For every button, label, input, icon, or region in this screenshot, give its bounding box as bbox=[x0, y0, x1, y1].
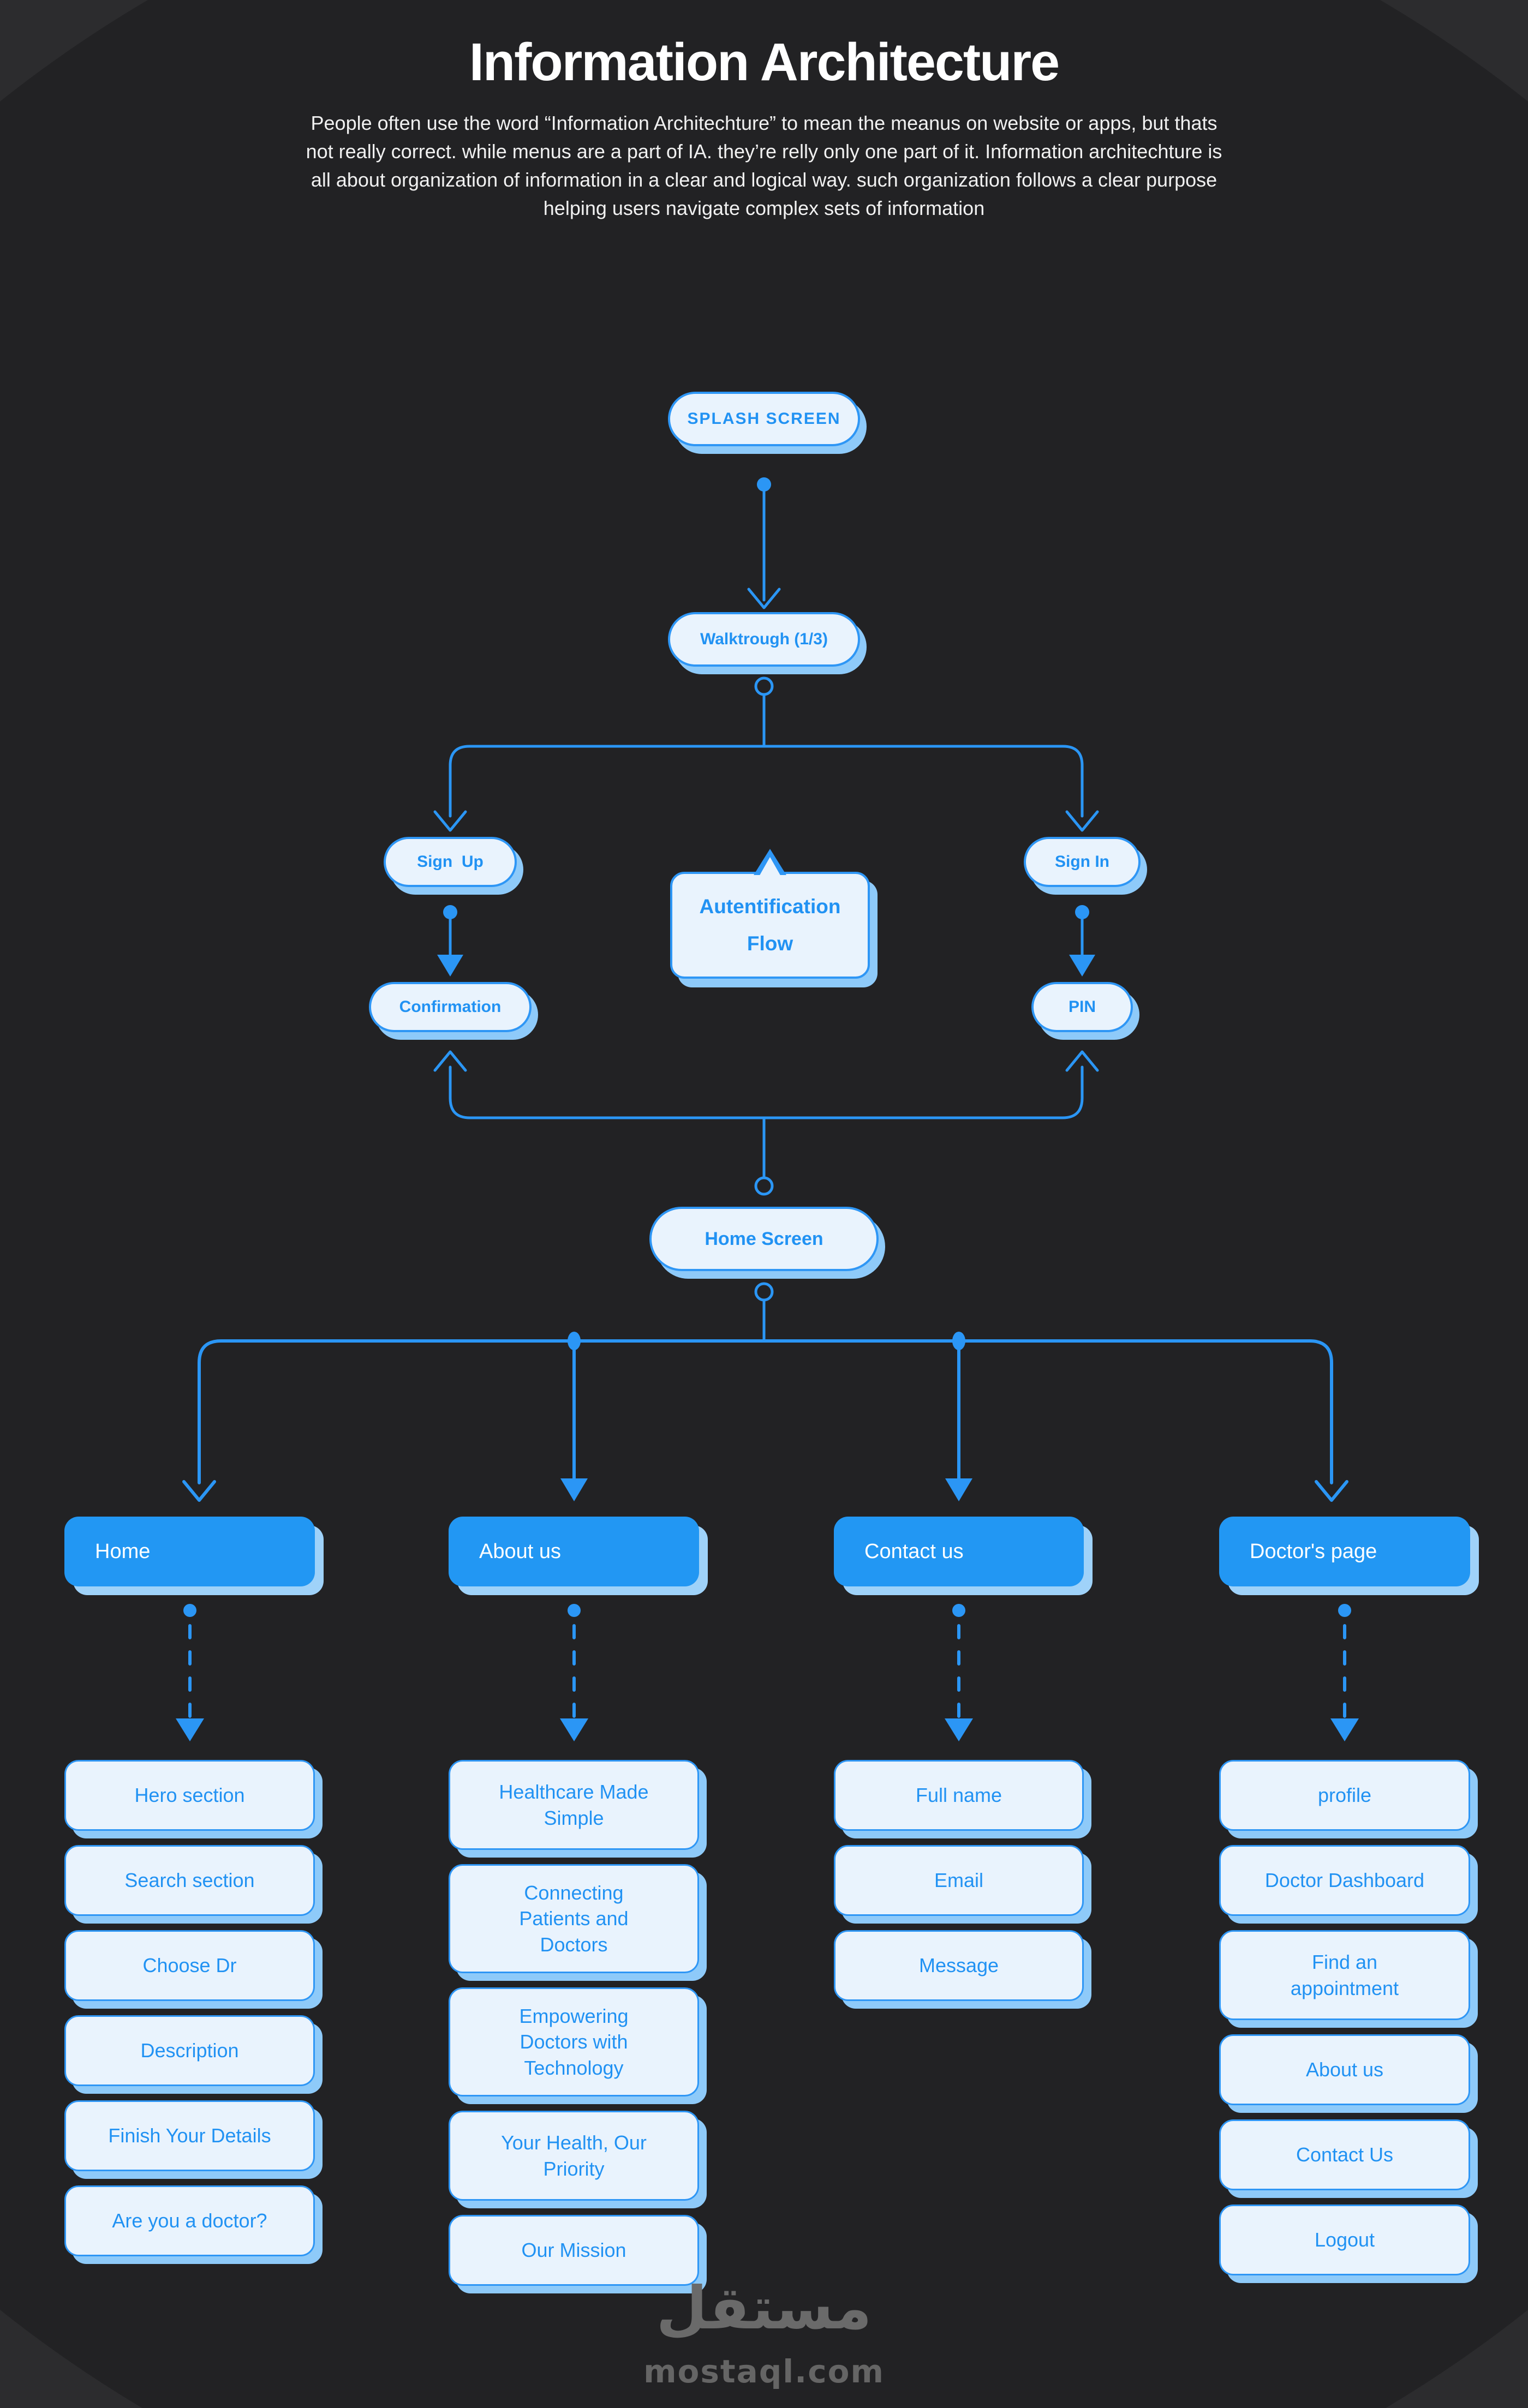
auth-flow-line2: Flow bbox=[747, 932, 793, 955]
section-header-doctors: Doctor's page bbox=[1219, 1517, 1470, 1586]
connector-header-dashed-doctors bbox=[1330, 1604, 1359, 1741]
list-item-empowering-doctors: Empowering Doctors with Technology bbox=[449, 1987, 699, 2096]
list-item-doctor-dashboard: Doctor Dashboard bbox=[1219, 1845, 1470, 1916]
connector-home-distribution bbox=[182, 1282, 1348, 1502]
list-item-description: Description bbox=[64, 2015, 315, 2086]
list-item-healthcare-simple: Healthcare Made Simple bbox=[449, 1760, 699, 1850]
list-item-choose-dr: Choose Dr bbox=[64, 1930, 315, 2001]
list-item-find-appointment: Find an appointment bbox=[1219, 1930, 1470, 2020]
node-confirmation: Confirmation bbox=[369, 982, 532, 1032]
list-item-our-mission: Our Mission bbox=[449, 2215, 699, 2286]
list-item-connecting-patients: Connecting Patients and Doctors bbox=[449, 1864, 699, 1973]
page-title: Information Architecture bbox=[469, 32, 1060, 92]
page-description: People often use the word “Information A… bbox=[306, 112, 1222, 219]
node-home-screen: Home Screen bbox=[649, 1207, 879, 1271]
list-item-hero-section: Hero section bbox=[64, 1760, 315, 1831]
connector-signup-to-confirmation bbox=[437, 905, 463, 977]
list-item-email: Email bbox=[834, 1845, 1084, 1916]
node-authentication-flow: Autentification Flow bbox=[670, 849, 870, 979]
list-item-finish-details: Finish Your Details bbox=[64, 2100, 315, 2171]
list-item-about-us: About us bbox=[1219, 2034, 1470, 2105]
auth-flow-line1: Autentification bbox=[699, 895, 841, 918]
connector-splash-to-walkthrough bbox=[747, 477, 781, 609]
node-sign-up: Sign Up bbox=[384, 837, 517, 887]
connector-header-dashed-contact bbox=[945, 1604, 973, 1741]
connector-signin-to-pin bbox=[1069, 905, 1095, 977]
list-item-are-you-doctor: Are you a doctor? bbox=[64, 2185, 315, 2256]
section-header-contact: Contact us bbox=[834, 1517, 1084, 1586]
list-item-your-health: Your Health, Our Priority bbox=[449, 2111, 699, 2201]
connector-walkthrough-split bbox=[433, 676, 1099, 832]
connector-header-dashed-about bbox=[560, 1604, 588, 1741]
connector-header-dashed-home bbox=[176, 1604, 204, 1741]
section-header-about: About us bbox=[449, 1517, 699, 1586]
connector-merge-to-home bbox=[433, 1050, 1099, 1196]
list-item-message: Message bbox=[834, 1930, 1084, 2001]
node-walkthrough: Walktrough (1/3) bbox=[668, 612, 860, 667]
speech-tail-inner bbox=[759, 857, 781, 877]
mostaql-logo-domain: mostaql.com bbox=[643, 2353, 885, 2390]
list-item-logout: Logout bbox=[1219, 2205, 1470, 2275]
node-pin: PIN bbox=[1031, 982, 1133, 1032]
list-item-profile: profile bbox=[1219, 1760, 1470, 1831]
list-item-search-section: Search section bbox=[64, 1845, 315, 1916]
mostaql-logo-arabic: مستقل bbox=[656, 2274, 872, 2343]
node-sign-in: Sign In bbox=[1024, 837, 1141, 887]
section-header-home: Home bbox=[64, 1517, 315, 1586]
list-item-full-name: Full name bbox=[834, 1760, 1084, 1831]
list-item-contact-us: Contact Us bbox=[1219, 2119, 1470, 2190]
node-splash-screen: SPLASH SCREEN bbox=[668, 392, 860, 446]
